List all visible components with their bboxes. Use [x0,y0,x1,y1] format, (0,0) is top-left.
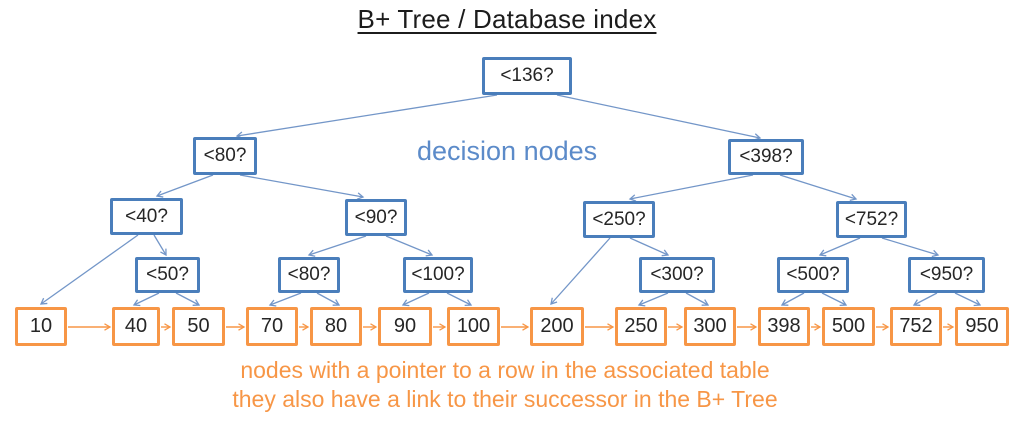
decision-node-950: <950? [908,257,985,293]
decision-node-90: <90? [345,199,407,236]
decision-node-50: <50? [135,257,200,293]
decision-node-300: <300? [639,257,715,293]
decision-node-40: <40? [110,198,183,235]
decision-node-398: <398? [728,139,804,175]
leaf-caption-line1: nodes with a pointer to a row in the ass… [240,357,770,383]
leaf-node-752: 752 [890,307,942,346]
decision-node-80b: <80? [278,257,340,293]
leaf-node-50: 50 [172,307,225,346]
leaf-node-398: 398 [758,307,810,346]
leaf-node-250: 250 [615,307,667,346]
decision-node-752: <752? [836,201,907,238]
leaf-node-950: 950 [955,307,1009,346]
decision-node-500: <500? [777,257,849,293]
leaf-node-100: 100 [447,307,500,346]
decision-nodes-caption: decision nodes [417,136,598,166]
leaf-node-10: 10 [15,307,67,346]
decision-node-root: <136? [482,57,572,95]
decision-node-80: <80? [193,137,257,175]
leaf-node-90: 90 [378,307,432,346]
leaf-node-80: 80 [310,307,362,346]
leaf-node-300: 300 [684,307,736,346]
decision-node-250: <250? [583,201,655,238]
leaf-node-40: 40 [112,307,160,346]
leaf-caption-line2: they also have a link to their successor… [232,386,778,412]
decision-node-100: <100? [403,257,473,293]
diagram-title: B+ Tree / Database index [357,4,657,34]
leaf-node-500: 500 [822,307,875,346]
leaf-node-200: 200 [530,307,584,346]
leaf-nodes-caption: nodes with a pointer to a row in the ass… [0,356,1010,414]
leaf-node-70: 70 [246,307,298,346]
